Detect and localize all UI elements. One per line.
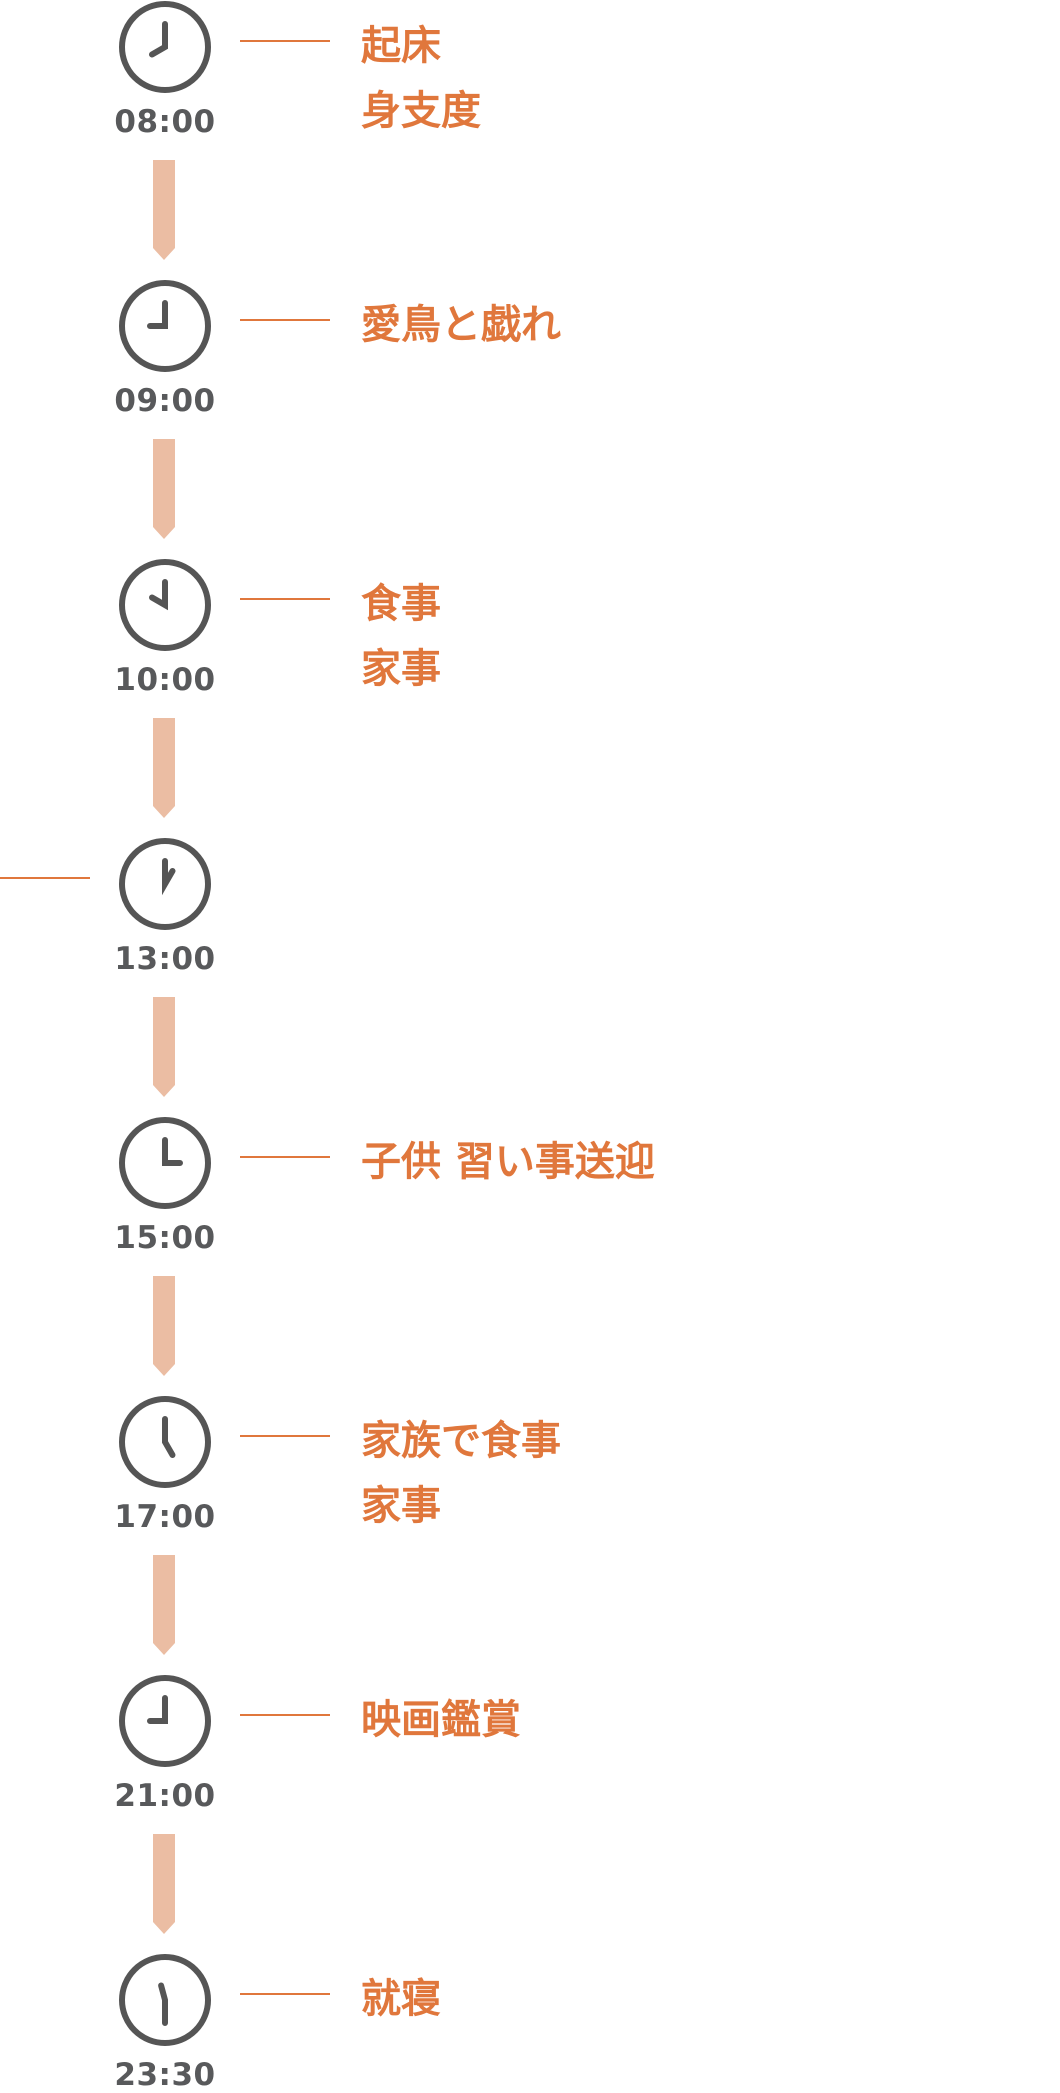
clock-rim (119, 1, 211, 93)
connector-line (240, 1714, 330, 1716)
clock-face (119, 1117, 211, 1209)
clock-hands (162, 858, 176, 896)
clock-rim (119, 1117, 211, 1209)
clock-rim (119, 838, 211, 930)
activity-line: 起床 (361, 23, 441, 69)
activity-line: 食事 (361, 581, 441, 627)
down-arrow-shape (153, 160, 175, 260)
activity-text: 子供 習い事送迎 (361, 1130, 1041, 1195)
down-arrow-icon (153, 160, 175, 260)
clock-face (119, 1, 211, 93)
activity-text: 食事家事 (361, 572, 1041, 702)
clock-face (119, 838, 211, 930)
clock-rim (119, 1675, 211, 1767)
connector-line (240, 40, 330, 42)
down-arrow-icon (153, 1276, 175, 1376)
activity-line: 家事 (361, 646, 441, 692)
clock-hands (147, 1695, 168, 1724)
clock-face (119, 280, 211, 372)
time-label: 21:00 (114, 1778, 216, 1814)
down-arrow-shape (153, 439, 175, 539)
activity-text: 愛鳥と戯れ (361, 293, 1041, 358)
clock-face (119, 559, 211, 651)
clock-icon (118, 1116, 212, 1210)
clock-face (119, 1396, 211, 1488)
down-arrow-icon (153, 1555, 175, 1655)
connector-line (240, 1435, 330, 1437)
time-label: 10:00 (114, 662, 216, 698)
activity-text: 映画鑑賞 (361, 1688, 1041, 1753)
down-arrow-icon (153, 997, 175, 1097)
clock-rim (119, 559, 211, 651)
activity-line: 映画鑑賞 (361, 1697, 521, 1743)
time-label: 09:00 (114, 383, 216, 419)
down-arrow-icon (153, 718, 175, 818)
down-arrow-shape (153, 997, 175, 1097)
activity-text: 家族で食事家事 (361, 1409, 1041, 1539)
clock-hands (162, 1416, 176, 1458)
clock-icon (118, 1953, 212, 2047)
connector-line (240, 319, 330, 321)
activity-line: 家事 (361, 1483, 441, 1529)
clock-hands (149, 579, 168, 611)
down-arrow-icon (153, 1834, 175, 1934)
time-label: 13:00 (114, 941, 216, 977)
clock-hands (149, 21, 168, 58)
clock-rim (119, 1396, 211, 1488)
time-label: 15:00 (114, 1220, 216, 1256)
activity-line: 身支度 (361, 88, 481, 134)
down-arrow-icon (153, 439, 175, 539)
down-arrow-shape (153, 1276, 175, 1376)
clock-hands (158, 1982, 168, 2026)
clock-icon (118, 1674, 212, 1768)
activity-line: 愛鳥と戯れ (361, 302, 561, 348)
clock-icon (118, 837, 212, 931)
clock-rim (119, 1954, 211, 2046)
clock-icon (118, 1395, 212, 1489)
activity-text: 就寝 (361, 1967, 1041, 2032)
connector-line (0, 877, 90, 879)
clock-hands (162, 1137, 183, 1166)
down-arrow-shape (153, 718, 175, 818)
down-arrow-shape (153, 1555, 175, 1655)
clock-hands (147, 300, 168, 329)
clock-icon (118, 0, 212, 94)
clock-icon (118, 558, 212, 652)
clock-icon (118, 279, 212, 373)
time-label: 08:00 (114, 104, 216, 140)
connector-line (240, 1993, 330, 1995)
clock-face (119, 1954, 211, 2046)
activity-line: 家族で食事 (361, 1418, 561, 1464)
time-label: 17:00 (114, 1499, 216, 1535)
clock-rim (119, 280, 211, 372)
down-arrow-shape (153, 1834, 175, 1934)
connector-line (240, 598, 330, 600)
activity-line: 就寝 (361, 1976, 441, 2022)
clock-face (119, 1675, 211, 1767)
activity-line: 子供 習い事送迎 (361, 1139, 655, 1185)
connector-line (240, 1156, 330, 1158)
activity-text: 起床身支度 (361, 14, 1041, 144)
time-label: 23:30 (114, 2057, 216, 2093)
